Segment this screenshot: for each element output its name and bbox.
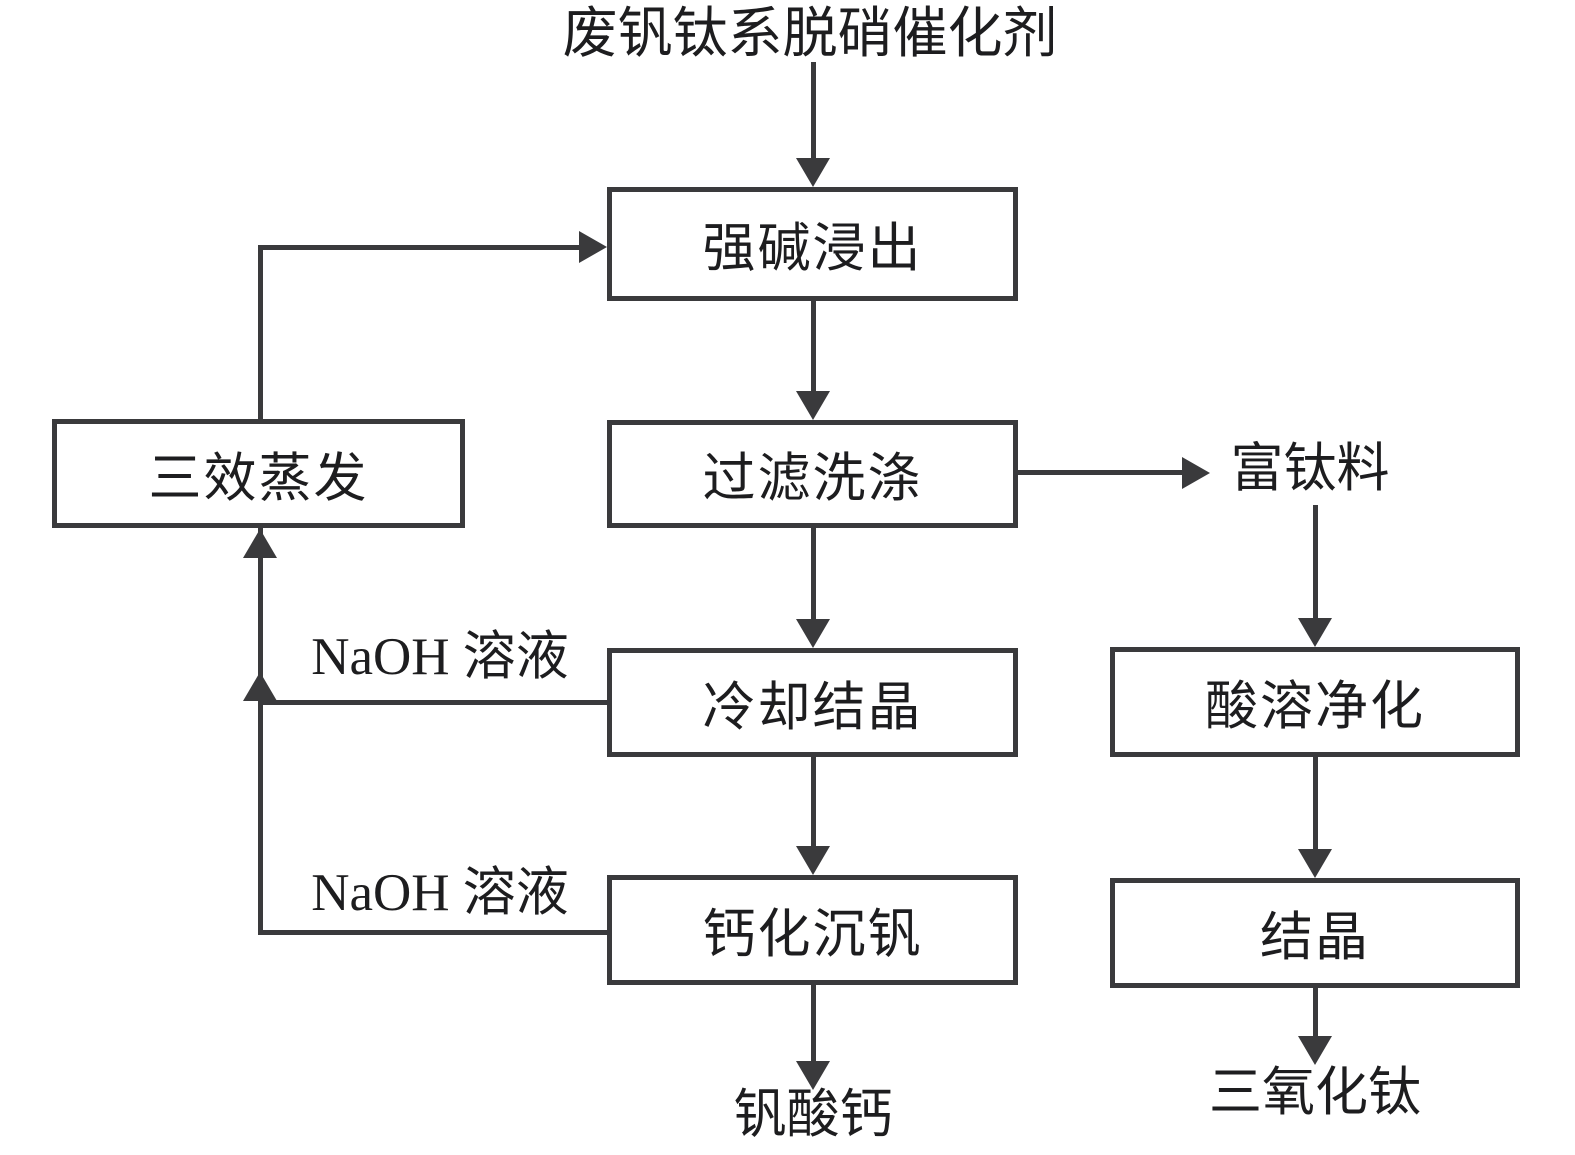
arrow-source-to-alkali-head (796, 158, 830, 187)
naoh-solution-label-2: NaOH 溶液 (311, 864, 569, 922)
node-crystallization: 结晶 (1110, 878, 1520, 988)
naoh-return-head-into-evaporation (243, 529, 277, 558)
node-cooling-crystallization: 冷却结晶 (607, 648, 1018, 757)
arrow-tirich-to-acid-shaft (1313, 505, 1318, 620)
recycle-evap-to-alkali-horizontal (258, 245, 579, 250)
node-acid-dissolution-purification: 酸溶净化 (1110, 647, 1520, 757)
arrow-calcification-to-cav-shaft (811, 985, 816, 1062)
arrow-filter-to-tirich-shaft (1018, 470, 1184, 475)
arrow-acid-to-crystallization-shaft (1313, 757, 1318, 850)
calcium-vanadate-label: 钒酸钙 (733, 1086, 893, 1144)
source-material-label: 废钒钛系脱硝催化剂 (562, 3, 1058, 64)
arrow-alkali-to-filter-shaft (811, 301, 816, 394)
arrow-cooling-to-calcification-shaft (811, 757, 816, 847)
arrow-cooling-to-calcification-head (796, 846, 830, 875)
naoh-return-vertical (258, 528, 263, 933)
arrow-calcification-to-cav-head (796, 1061, 830, 1090)
arrow-source-to-alkali-shaft (811, 62, 816, 162)
recycle-evap-to-alkali-vertical (258, 247, 263, 419)
arrow-filter-to-cooling-head (796, 619, 830, 648)
naoh-return-head-at-junction (243, 672, 277, 701)
titanium-trioxide-label: 三氧化钛 (1209, 1064, 1421, 1122)
arrow-filter-to-tirich-head (1182, 457, 1210, 489)
node-alkali-leaching: 强碱浸出 (607, 187, 1018, 301)
arrow-crystallization-to-tio-shaft (1313, 988, 1318, 1038)
titanium-rich-material-label: 富钛料 (1230, 440, 1390, 498)
arrow-acid-to-crystallization-head (1298, 849, 1332, 878)
naoh-solution-label-1: NaOH 溶液 (311, 628, 569, 686)
node-triple-effect-evaporation: 三效蒸发 (52, 419, 465, 528)
arrow-crystallization-to-tio-head (1298, 1036, 1332, 1065)
node-calcification-vanadium-precipitation: 钙化沉钒 (607, 875, 1018, 985)
node-filter-washing: 过滤洗涤 (607, 420, 1018, 528)
recycle-evap-to-alkali-head (579, 231, 607, 263)
naoh-line-2 (258, 930, 607, 935)
arrow-tirich-to-acid-head (1298, 618, 1332, 647)
arrow-filter-to-cooling-shaft (811, 528, 816, 620)
arrow-alkali-to-filter-head (796, 391, 830, 420)
naoh-line-1 (258, 700, 607, 705)
